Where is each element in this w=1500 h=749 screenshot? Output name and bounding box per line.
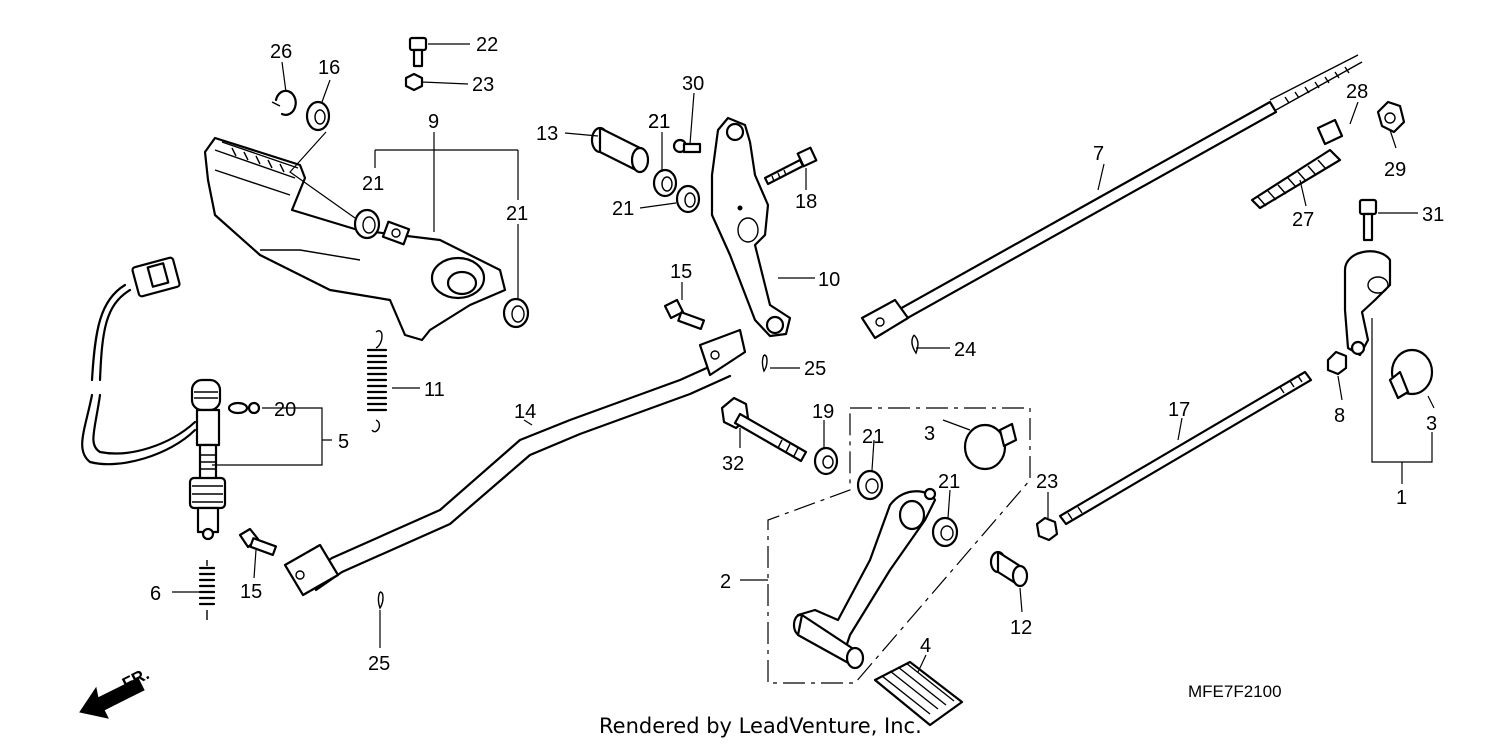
oil-seal-21b[interactable] — [502, 297, 530, 329]
diagram-code: MFE7F2100 — [1188, 682, 1282, 701]
part-label: 12 — [1010, 617, 1032, 639]
part-label: 21 — [648, 111, 670, 133]
part-label: 32 — [722, 453, 744, 475]
shift-arm-1[interactable] — [1343, 250, 1392, 357]
part-labels: 26 16 22 23 9 21 21 21 13 30 21 21 18 10… — [150, 34, 1444, 675]
joint-3-right[interactable] — [1388, 348, 1434, 400]
oil-seal-21d[interactable] — [675, 184, 701, 214]
part-label: 5 — [338, 431, 349, 453]
nut-23-lower[interactable] — [1035, 516, 1059, 542]
brake-pedal[interactable] — [203, 136, 507, 342]
part-label: 15 — [240, 581, 262, 603]
part-label: 21 — [362, 173, 384, 195]
brake-arm-10[interactable] — [710, 116, 792, 338]
part-label: 26 — [270, 41, 292, 63]
part-label: 14 — [514, 401, 536, 423]
brake-rod[interactable] — [283, 328, 747, 597]
washer-19[interactable] — [813, 446, 839, 476]
clip-20[interactable] — [227, 401, 261, 415]
part-label: 19 — [812, 401, 834, 423]
front-direction-arrow: FR. — [79, 664, 152, 719]
collar-13[interactable] — [590, 126, 650, 174]
joint-3-center[interactable] — [963, 422, 1018, 471]
part-label: 10 — [818, 269, 840, 291]
spring-11[interactable] — [366, 330, 388, 433]
oil-seal-21e[interactable] — [856, 469, 884, 501]
collar-12[interactable] — [989, 550, 1029, 588]
bolt-30[interactable] — [672, 138, 702, 154]
part-label: 8 — [1334, 405, 1345, 427]
part-label: 21 — [648, 111, 670, 133]
part-label: 21 — [862, 426, 884, 448]
part-label: 1 — [1396, 487, 1407, 509]
credit-text: Rendered by LeadVenture, Inc. — [599, 714, 922, 738]
spring-6[interactable] — [198, 560, 216, 620]
gearshift-pedal-2[interactable] — [792, 487, 937, 670]
part-label: 9 — [428, 111, 439, 133]
rod-17[interactable] — [1058, 370, 1313, 526]
oil-seal-21c[interactable] — [652, 168, 678, 198]
part-label: 27 — [1292, 209, 1314, 231]
cotter-pin-25-lower[interactable] — [377, 591, 384, 610]
snap-ring-26[interactable] — [271, 89, 297, 116]
part-label: 25 — [804, 358, 826, 380]
part-label: 18 — [795, 191, 817, 213]
part-label: 16 — [318, 57, 340, 79]
part-label: 7 — [1093, 143, 1104, 165]
rear-brake-switch[interactable] — [81, 256, 227, 541]
nut-23-top[interactable] — [404, 72, 424, 92]
part-label: 3 — [924, 423, 935, 445]
part-label: 13 — [536, 123, 558, 145]
part-label: 22 — [476, 34, 498, 56]
collar-28[interactable] — [1316, 118, 1344, 146]
bolt-32[interactable] — [720, 396, 808, 463]
part-label: 24 — [954, 339, 976, 361]
nut-8[interactable] — [1326, 350, 1348, 376]
part-label: 3 — [1426, 413, 1437, 435]
part-label: 29 — [1384, 159, 1406, 181]
part-label: 23 — [472, 74, 494, 96]
part-label: 23 — [1036, 471, 1058, 493]
bolt-22[interactable] — [408, 36, 428, 68]
oil-seal-21a[interactable] — [353, 208, 381, 240]
pin-15-lower[interactable] — [238, 527, 278, 557]
part-label: 6 — [150, 583, 161, 605]
oil-seal-21f[interactable] — [931, 516, 959, 548]
part-label: 31 — [1422, 204, 1444, 226]
assembly-2-boundary — [767, 407, 1031, 684]
rubber-4[interactable] — [873, 660, 964, 727]
part-label: 28 — [1346, 81, 1368, 103]
part-label: 11 — [424, 379, 445, 401]
part-label: 30 — [682, 73, 704, 95]
part-label: 15 — [670, 261, 692, 283]
part-label: 20 — [274, 399, 296, 421]
part-label: 17 — [1168, 399, 1190, 421]
part-label: 21 — [612, 198, 634, 220]
cotter-pin-24[interactable] — [911, 334, 919, 355]
leader-lines — [172, 43, 1435, 673]
part-label: 21 — [506, 203, 528, 225]
cotter-pin-25-upper[interactable] — [761, 354, 768, 373]
nut-29[interactable] — [1376, 100, 1406, 134]
pin-15-upper[interactable] — [663, 298, 706, 331]
part-label: 25 — [368, 653, 390, 675]
part-label: 4 — [920, 635, 931, 657]
bolt-18[interactable] — [763, 146, 818, 186]
part-label: 2 — [720, 571, 731, 593]
part-label: 21 — [938, 471, 960, 493]
washer-16[interactable] — [305, 100, 331, 132]
long-rod-7[interactable] — [860, 54, 1363, 340]
bolt-31[interactable] — [1358, 198, 1378, 242]
spring-27[interactable] — [1250, 148, 1342, 210]
